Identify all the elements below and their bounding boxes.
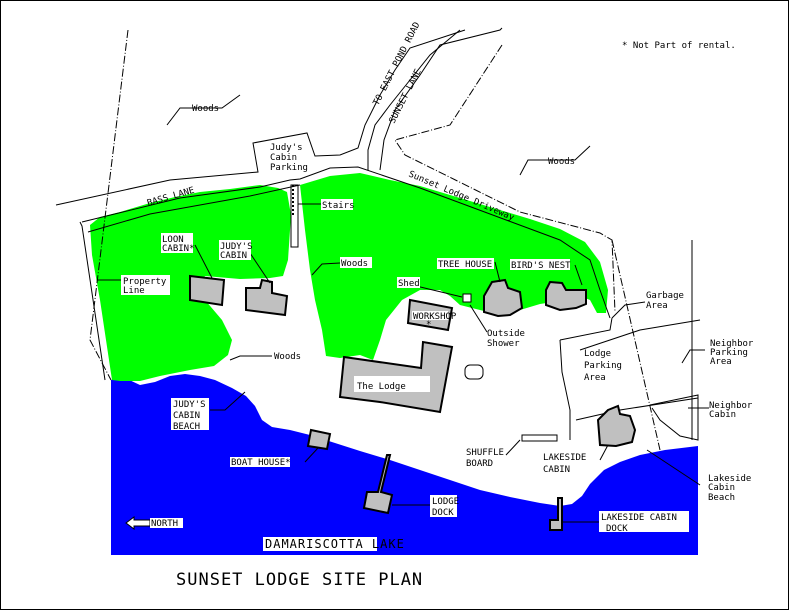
label-the-lodge: The Lodge: [357, 382, 406, 392]
label-woods-ne: Woods: [548, 157, 575, 167]
label-property-line: Property: [123, 277, 167, 287]
label-tree-house: TREE HOUSE: [438, 260, 492, 270]
label-neighbor-parking: Neighbor: [710, 339, 754, 349]
label-neighbor-cabin: Cabin: [709, 410, 736, 420]
label-outside-shower: Shower: [487, 339, 520, 349]
label-neighbor-parking: Parking: [710, 348, 748, 358]
label-lodge-dock: DOCK: [432, 508, 454, 518]
site-plan-title: SUNSET LODGE SITE PLAN: [176, 570, 423, 590]
label-lakeside-beach: Lakeside: [708, 474, 751, 484]
label-loon-cabin: LOON: [162, 235, 184, 245]
label-woods-center: Woods: [341, 259, 368, 269]
label-judys-beach: JUDY'S: [173, 400, 206, 410]
label-workshop-star: *: [426, 320, 431, 330]
label-lakeside-dock: LAKESIDE CABIN: [601, 513, 677, 523]
label-lodge-parking: Area: [584, 373, 606, 383]
label-lakeside-beach: Beach: [708, 493, 735, 503]
label-judys-beach: BEACH: [173, 422, 200, 432]
label-lakeside-cabin: LAKESIDE: [543, 453, 586, 463]
shed-building: [462, 293, 472, 303]
label-shuffle-board: BOARD: [466, 459, 493, 469]
road-lines: [55, 27, 701, 451]
label-loon-cabin: CABIN*: [162, 244, 195, 254]
label-woods-sw: Woods: [274, 352, 301, 362]
label-judys-parking: Parking: [270, 163, 308, 173]
leader-lines: [97, 94, 709, 523]
lakeside-cabin-dock: [549, 497, 563, 531]
boat-house-building: [306, 428, 332, 451]
label-lodge-dock: LODGE: [432, 497, 459, 507]
label-garbage-area: Garbage: [646, 291, 684, 301]
judys-cabin-building: [245, 278, 289, 317]
label-lakeside-beach: Cabin: [708, 483, 735, 493]
label-workshop: WORKSHOP: [413, 312, 457, 322]
label-birds-nest: BIRD'S NEST: [511, 261, 571, 271]
label-lodge-parking: Lodge: [584, 349, 611, 359]
birds-nest-building: [545, 280, 587, 312]
label-north: NORTH: [151, 519, 178, 529]
lodge-dock: [362, 454, 394, 515]
note-not-part-of-rental: * Not Part of rental.: [622, 41, 736, 51]
label-shed: Shed: [398, 279, 420, 289]
label-neighbor-parking: Area: [710, 357, 732, 367]
label-judys-cabin: CABIN: [220, 251, 247, 261]
label-property-line: Line: [123, 286, 145, 296]
label-boat-house: BOAT HOUSE*: [231, 458, 291, 468]
label-damariscotta-lake: DAMARISCOTTA LAKE: [265, 537, 405, 551]
label-stairs: Stairs: [322, 201, 355, 211]
label-lodge-parking: Parking: [584, 361, 622, 371]
lake: [111, 374, 698, 555]
lakeside-cabin-building: [596, 404, 637, 448]
label-shuffle-board: SHUFFLE: [466, 448, 504, 458]
label-garbage-area: Area: [646, 301, 668, 311]
label-judys-cabin: JUDY'S: [220, 242, 253, 252]
label-woods-nw: Woods: [192, 104, 219, 114]
shuffle-board: [521, 434, 558, 442]
label-lakeside-cabin: CABIN: [543, 465, 570, 475]
loon-cabin-building: [189, 274, 226, 307]
label-judys-parking: Judy's: [270, 143, 303, 153]
label-outside-shower: Outside: [487, 329, 525, 339]
label-judys-parking: Cabin: [270, 153, 297, 163]
label-judys-beach: CABIN: [173, 411, 200, 421]
label-lakeside-dock: DOCK: [606, 524, 628, 534]
label-neighbor-cabin: Neighbor: [709, 401, 753, 411]
tree-house-building: [483, 278, 524, 318]
